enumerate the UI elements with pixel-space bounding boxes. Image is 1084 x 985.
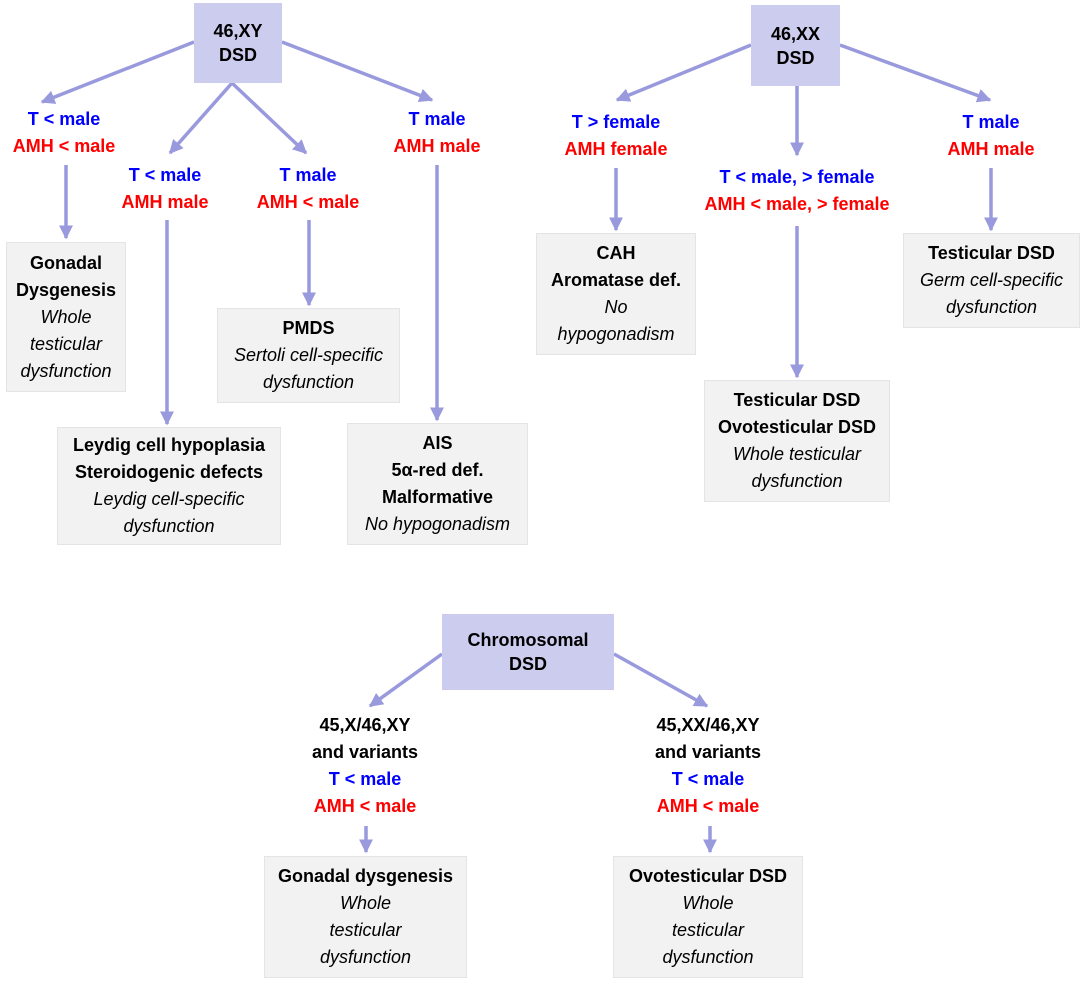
xy-b2-testosterone: T < male (128, 165, 202, 185)
chrom-r1-desc2: testicular (329, 920, 402, 940)
xy-r3-desc1: Sertoli cell-specific (233, 345, 384, 365)
xx-r2-desc2: dysfunction (751, 471, 843, 491)
chrom-r2-desc2: testicular (671, 920, 745, 940)
chrom-r2-line1: Ovotesticular DSD (628, 866, 788, 886)
xy-branch-3-label: T male AMH < male (257, 162, 360, 216)
xx-r3-desc1: Germ cell-specific (919, 270, 1064, 290)
arrow-xy-to-b2 (168, 81, 234, 155)
xy-r1-desc3: dysfunction (20, 360, 112, 381)
xy-r2-line2: Steroidogenic defects (74, 462, 264, 482)
xy-result-leydig-cell: Leydig cell hypoplasia Steroidogenic def… (57, 427, 281, 545)
xx-header-line1: 46,XX (770, 23, 821, 44)
xx-r1-line1: CAH (596, 243, 636, 263)
chrom-b2-variants: and variants (654, 742, 762, 762)
xy-b1-testosterone: T < male (27, 109, 101, 129)
xx-result-testicular-dsd: Testicular DSD Germ cell-specific dysfun… (903, 233, 1080, 328)
chromosomal-dsd-header: Chromosomal DSD (442, 614, 614, 690)
chrom-b2-karyotype: 45,XX/46,XY (656, 715, 760, 735)
xx-branch-2-label: T < male, > female AMH < male, > female (704, 164, 889, 218)
xy-result-ais: AIS 5α-red def. Malformative No hypogona… (347, 423, 528, 545)
xy-r1-desc2: testicular (29, 333, 103, 354)
chrom-branch-1-label: 45,X/46,XY and variants T < male AMH < m… (312, 712, 418, 820)
xy-b3-testosterone: T male (279, 165, 337, 185)
xx-r2-line1: Testicular DSD (733, 390, 861, 410)
xx-r2-line2: Ovotesticular DSD (717, 417, 877, 437)
chrom-result-gonadal-dysgenesis: Gonadal dysgenesis Whole testicular dysf… (264, 856, 467, 978)
chrom-b2-amh: AMH < male (656, 796, 760, 816)
arrow-chrom-to-b1 (368, 652, 444, 708)
xy-b4-amh: AMH male (393, 136, 481, 156)
xy-r4-desc1: No hypogonadism (364, 514, 511, 534)
xx-result-testicular-ovotesticular: Testicular DSD Ovotesticular DSD Whole t… (704, 380, 890, 502)
chrom-b1-variants: and variants (311, 742, 419, 762)
chrom-r2-desc1: Whole (682, 893, 734, 913)
arrow-xy-to-b4 (281, 40, 434, 102)
xy-header-line1: 46,XY (213, 21, 263, 41)
xx-branch-1-label: T > female AMH female (564, 109, 667, 163)
xy-r4-line3: Malformative (381, 487, 494, 507)
chrom-b1-karyotype: 45,X/46,XY (319, 715, 411, 735)
chrom-b1-testosterone: T < male (328, 769, 402, 789)
xx-b3-testosterone: T male (962, 112, 1020, 132)
xx-branch-3-label: T male AMH male (947, 109, 1034, 163)
chrom-r2-desc3: dysfunction (662, 947, 754, 967)
xx-header-line2: DSD (776, 47, 815, 68)
xy-b1-amh: AMH < male (12, 136, 116, 156)
chrom-r1-desc3: dysfunction (319, 947, 412, 967)
xy-r4-line1: AIS (422, 433, 453, 453)
xy-b3-amh: AMH < male (256, 192, 360, 212)
xy-r2-line1: Leydig cell hypoplasia (72, 435, 266, 455)
xy-result-pmds: PMDS Sertoli cell-specific dysfunction (217, 308, 400, 403)
xy-r3-desc2: dysfunction (262, 372, 355, 392)
xy-r1-desc1: Whole (40, 306, 92, 327)
xx-dsd-header: 46,XX DSD (751, 5, 840, 86)
xy-branch-1-label: T < male AMH < male (13, 106, 116, 160)
xy-r1-line2: Dysgenesis (15, 279, 117, 300)
chrom-r1-line1: Gonadal dysgenesis (277, 866, 454, 886)
xy-result-gonadal-dysgenesis: Gonadal Dysgenesis Whole testicular dysf… (6, 242, 126, 392)
chrom-b2-testosterone: T < male (671, 769, 745, 789)
xx-b2-amh: AMH < male, > female (704, 194, 890, 214)
xx-r1-line2: Aromatase def. (550, 270, 682, 290)
chrom-r1-desc1: Whole (339, 893, 392, 913)
arrow-chrom-to-b2 (613, 652, 709, 708)
xy-dsd-header: 46,XY DSD (194, 3, 282, 83)
xx-b1-amh: AMH female (564, 139, 668, 159)
xx-result-cah: CAH Aromatase def. No hypogonadism (536, 233, 696, 355)
xy-b4-testosterone: T male (408, 109, 466, 129)
xx-r3-desc2: dysfunction (945, 297, 1038, 317)
xx-b2-testosterone: T < male, > female (719, 167, 875, 187)
xy-r1-line1: Gonadal (29, 252, 102, 273)
xx-b1-testosterone: T > female (571, 112, 661, 132)
chrom-header-line2: DSD (508, 654, 547, 674)
arrow-xx-to-b3 (839, 43, 992, 103)
chrom-header-line1: Chromosomal (467, 630, 589, 650)
chrom-result-ovotesticular-dsd: Ovotesticular DSD Whole testicular dysfu… (613, 856, 803, 978)
xy-branch-2-label: T < male AMH male (121, 162, 208, 216)
xy-header-line2: DSD (218, 45, 257, 65)
xy-r2-desc2: dysfunction (123, 516, 215, 536)
arrow-xx-to-b1 (615, 43, 752, 102)
xx-r1-desc2: hypogonadism (557, 324, 675, 344)
xx-r1-desc1: No (604, 297, 628, 317)
xx-r2-desc1: Whole testicular (732, 444, 862, 464)
xy-r4-line2: 5α-red def. (391, 460, 484, 480)
xy-b2-amh: AMH male (121, 192, 209, 212)
arrow-xy-to-b3 (230, 81, 308, 155)
xy-r3-line1: PMDS (282, 318, 335, 338)
chrom-branch-2-label: 45,XX/46,XY and variants T < male AMH < … (655, 712, 761, 820)
chrom-b1-amh: AMH < male (313, 796, 417, 816)
xx-b3-amh: AMH male (947, 139, 1035, 159)
xy-branch-4-label: T male AMH male (393, 106, 480, 160)
xx-r3-line1: Testicular DSD (928, 243, 1055, 263)
xy-r2-desc1: Leydig cell-specific (93, 489, 245, 509)
arrow-xy-to-b1 (40, 40, 195, 104)
